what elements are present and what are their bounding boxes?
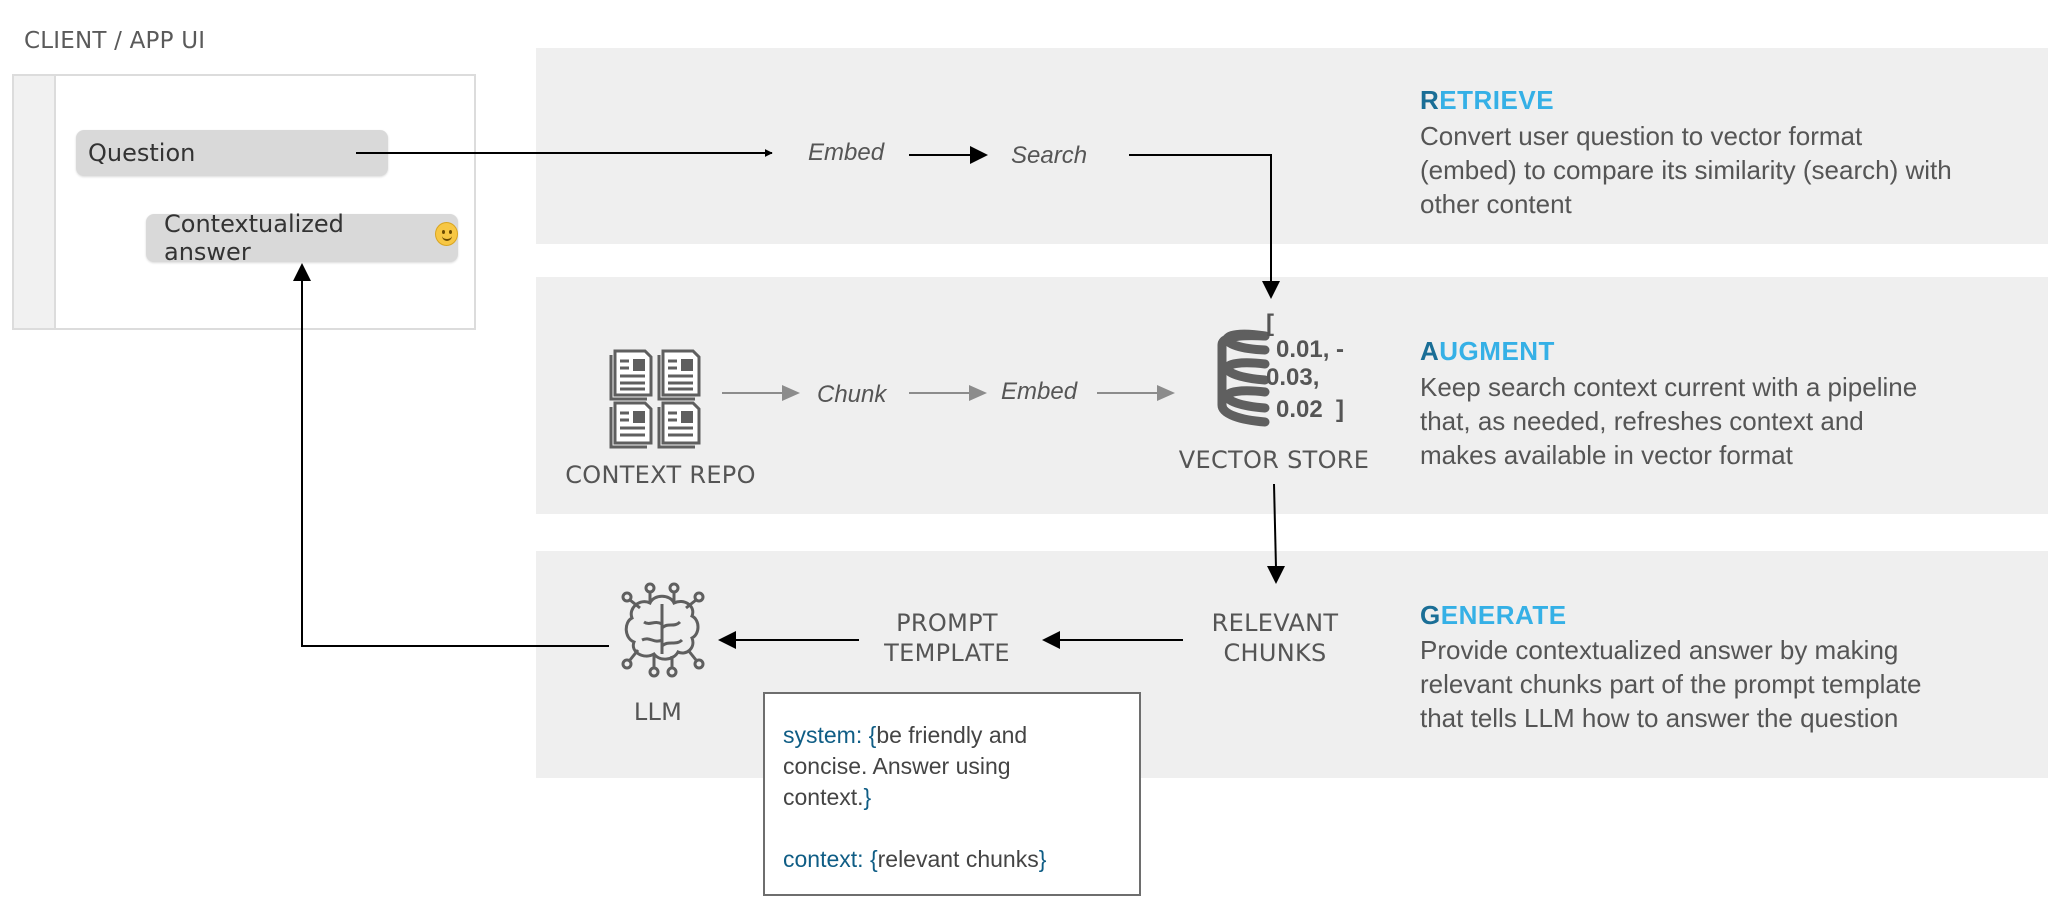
database-icon <box>1217 329 1270 427</box>
retrieve-description-line: Convert user question to vector format <box>1420 121 1863 151</box>
arrow-chunk-to-embed-head <box>969 385 987 401</box>
retrieve-description: Convert user question to vector format (… <box>1420 119 1952 221</box>
generate-description-line: relevant chunks part of the prompt templ… <box>1420 669 1922 699</box>
augment-description: Keep search context current with a pipel… <box>1420 370 1917 472</box>
vector-values: [ 0.01, - 0.03, 0.02 ] <box>1264 309 1344 425</box>
vector-store-label: VECTOR STORE <box>1178 446 1370 474</box>
augment-heading: AUGMENT <box>1420 336 1555 367</box>
context-repo-label: CONTEXT REPO <box>565 461 756 489</box>
vector-line: [ <box>1266 310 1274 337</box>
retrieve-heading-rest: ETRIEVE <box>1439 85 1555 115</box>
arrow-search-to-vector-store <box>1129 154 1272 284</box>
close-brace: } <box>1038 846 1047 872</box>
arrow-vector-store-to-chunks <box>1273 483 1277 569</box>
augment-description-line: makes available in vector format <box>1420 440 1793 470</box>
generate-description-line: Provide contextualized answer by making <box>1420 635 1899 665</box>
retrieve-heading-first: R <box>1420 85 1440 115</box>
arrow-vector-store-to-chunks-head <box>1267 566 1285 584</box>
prompt-system-line: context.} <box>783 782 1121 813</box>
vector-line: 0.03, <box>1266 364 1320 391</box>
context-key: context: <box>783 846 870 872</box>
augment-chunk-label: Chunk <box>817 381 887 408</box>
generate-heading: GENERATE <box>1420 600 1567 631</box>
prompt-system-line: concise. Answer using <box>783 753 1011 779</box>
client-app-sidebar <box>14 76 56 328</box>
answer-text: Contextualized answer <box>164 210 344 266</box>
prompt-template-label: PROMPT TEMPLATE <box>862 608 1032 668</box>
prompt-context-line: context: {relevant chunks} <box>783 844 1121 875</box>
vector-line: 0.01, - <box>1276 336 1345 363</box>
generate-description: Provide contextualized answer by making … <box>1420 633 1922 735</box>
retrieve-heading: RETRIEVE <box>1420 85 1554 116</box>
arrow-search-to-vector-store-head <box>1262 281 1280 299</box>
generate-heading-rest: ENERATE <box>1440 600 1567 630</box>
prompt-template-line: PROMPT <box>896 609 998 637</box>
question-text: Question <box>88 139 196 167</box>
prompt-system-line: system: {be friendly and <box>783 720 1121 751</box>
relevant-chunks-line: CHUNKS <box>1223 639 1327 667</box>
retrieve-description-line: (embed) to compare its similarity (searc… <box>1420 155 1952 185</box>
arrow-repo-to-chunk-head <box>782 385 800 401</box>
augment-description-line: Keep search context current with a pipel… <box>1420 372 1918 402</box>
generate-heading-first: G <box>1420 600 1441 630</box>
relevant-chunks-label: RELEVANT CHUNKS <box>1190 608 1360 668</box>
close-brace: } <box>863 784 872 810</box>
augment-description-line: that, as needed, refreshes context and <box>1420 406 1864 436</box>
context-value: relevant chunks <box>877 846 1039 872</box>
prompt-template-line: TEMPLATE <box>884 639 1010 667</box>
retrieve-embed-label: Embed <box>808 139 885 166</box>
question-bubble[interactable]: Question <box>76 130 388 176</box>
retrieve-description-line: other content <box>1420 189 1572 219</box>
arrow-llm-to-answer <box>301 279 609 647</box>
relevant-chunks-line: RELEVANT <box>1211 609 1339 637</box>
augment-embed-label: Embed <box>1001 378 1078 405</box>
client-app-label: CLIENT / APP UI <box>24 28 206 54</box>
retrieve-band <box>536 48 2048 244</box>
prompt-template-box: system: {be friendly and concise. Answer… <box>763 692 1141 896</box>
retrieve-search-label: Search <box>1011 142 1088 169</box>
generate-description-line: that tells LLM how to answer the questio… <box>1420 703 1899 733</box>
system-key: system: <box>783 722 869 748</box>
system-value: be friendly and <box>876 722 1028 748</box>
arrow-llm-to-answer-head <box>293 263 311 281</box>
smiley-icon <box>434 222 458 246</box>
augment-heading-first: A <box>1420 336 1440 366</box>
arrow-prompt-to-llm-head <box>718 631 736 649</box>
brain-circuit-icon <box>621 582 705 678</box>
prompt-spacer <box>783 813 1121 844</box>
vector-line: 0.02 ] <box>1276 396 1345 423</box>
augment-heading-rest: UGMENT <box>1439 336 1555 366</box>
system-value: context. <box>783 784 864 810</box>
client-app-window <box>12 74 476 330</box>
answer-bubble[interactable]: Contextualized answer <box>146 210 458 266</box>
arrow-chunks-to-prompt-head <box>1042 631 1060 649</box>
open-brace: { <box>869 846 878 872</box>
llm-label: LLM <box>633 698 683 726</box>
arrow-embed-to-vector-store-head <box>1157 385 1175 401</box>
arrow-embed-to-search-head <box>970 146 988 164</box>
open-brace: { <box>868 722 877 748</box>
document-stack-icon <box>609 349 701 449</box>
